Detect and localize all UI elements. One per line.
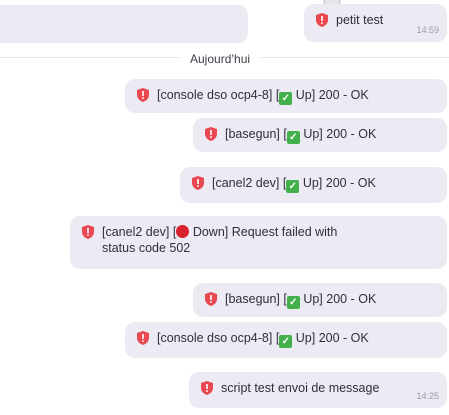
message-text: [console dso ocp4-8] [✓ Up] 200 - OK	[157, 88, 369, 105]
check-mark-icon: ✓	[286, 180, 300, 193]
shield-icon	[205, 292, 217, 306]
message-text: [canel2 dev] [ Down] Request failed with…	[102, 225, 338, 255]
message-bubble[interactable]: script test envoi de message 14:25	[189, 372, 447, 408]
message-time: 14:25	[416, 391, 439, 401]
shield-icon	[82, 225, 94, 239]
shield-icon	[192, 176, 204, 190]
message-text: [basegun] [✓ Up] 200 - OK	[225, 292, 377, 309]
previous-message-bubble	[0, 5, 248, 43]
shield-icon	[205, 127, 217, 141]
shield-icon	[201, 381, 213, 395]
message-text: petit test	[336, 13, 384, 27]
message-text: script test envoi de message	[221, 381, 380, 395]
message-time: 14:59	[416, 25, 439, 35]
shield-icon	[137, 88, 149, 102]
shield-icon	[316, 13, 328, 27]
message-bubble[interactable]: [console dso ocp4-8] [✓ Up] 200 - OK	[125, 322, 447, 358]
shield-icon	[137, 331, 149, 345]
message-bubble[interactable]: [canel2 dev] [✓ Up] 200 - OK	[180, 167, 447, 203]
message-bubble[interactable]: [canel2 dev] [ Down] Request failed with…	[70, 216, 447, 269]
check-mark-icon: ✓	[286, 296, 300, 309]
message-text: [console dso ocp4-8] [✓ Up] 200 - OK	[157, 331, 369, 348]
message-text: [basegun] [✓ Up] 200 - OK	[225, 127, 377, 144]
message-text: [canel2 dev] [✓ Up] 200 - OK	[212, 176, 376, 193]
message-bubble[interactable]: [basegun] [✓ Up] 200 - OK	[193, 118, 447, 152]
message-bubble[interactable]: petit test 14:59	[304, 4, 447, 42]
check-mark-icon: ✓	[279, 335, 293, 348]
check-mark-icon: ✓	[286, 131, 300, 144]
message-bubble[interactable]: [console dso ocp4-8] [✓ Up] 200 - OK	[125, 79, 447, 113]
message-bubble[interactable]: [basegun] [✓ Up] 200 - OK	[193, 283, 447, 317]
red-circle-icon	[176, 225, 190, 238]
date-divider: Aujourd’hui	[180, 50, 261, 68]
check-mark-icon: ✓	[279, 92, 293, 105]
